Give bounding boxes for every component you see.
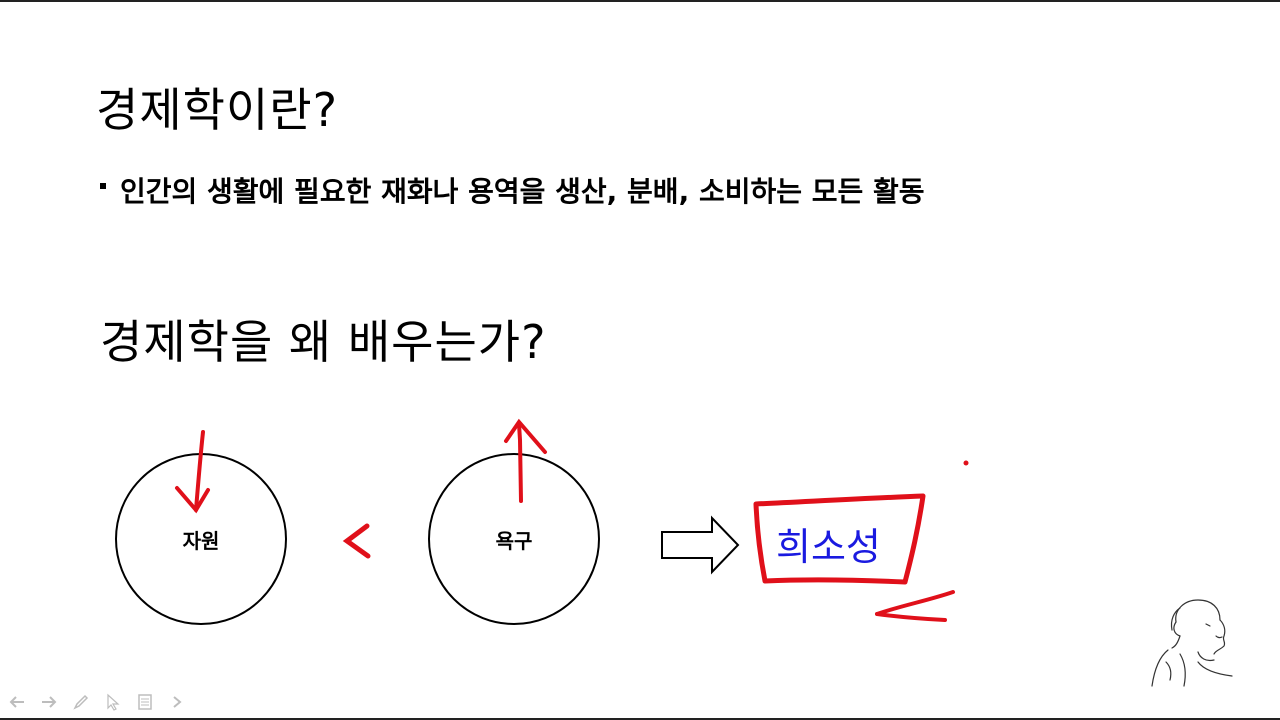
left-arrow-annotation <box>875 590 955 622</box>
bullet-text: 인간의 생활에 필요한 재화나 용역을 생산, 분배, 소비하는 모든 활동 <box>120 175 925 208</box>
chevron-right-icon[interactable] <box>166 691 188 713</box>
slide-menu-icon[interactable] <box>134 691 156 713</box>
up-arrow-annotation <box>504 418 547 503</box>
pen-icon[interactable] <box>70 691 92 713</box>
bullet-definition: 인간의 생활에 필요한 재화나 용역을 생산, 분배, 소비하는 모든 활동 <box>100 170 925 210</box>
stray-dot-annotation <box>963 460 969 466</box>
desire-label: 욕구 <box>495 528 533 553</box>
desire-circle: 욕구 <box>428 453 600 625</box>
bullet-dot-icon <box>100 183 106 189</box>
resources-label: 자원 <box>182 528 220 553</box>
slide-title: 경제학이란? <box>96 83 339 137</box>
adam-smith-portrait-icon <box>1151 599 1233 687</box>
less-than-annotation <box>342 523 371 559</box>
arrow-right-icon[interactable] <box>38 691 60 713</box>
scarcity-label: 희소성 <box>776 525 881 569</box>
arrow-left-icon[interactable] <box>6 691 28 713</box>
pointer-icon[interactable] <box>102 691 124 713</box>
slide-subtitle: 경제학을 왜 배우는가? <box>100 315 547 369</box>
down-arrow-annotation <box>175 430 210 514</box>
slideshow-nav-bar <box>6 690 188 714</box>
scarcity-box-annotation <box>753 493 926 585</box>
implies-arrow-icon <box>661 515 740 575</box>
